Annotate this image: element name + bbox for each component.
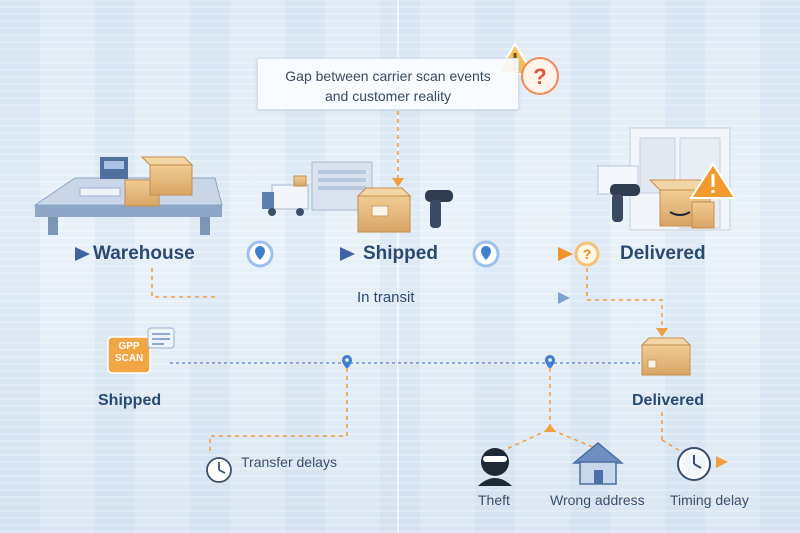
location-pin-icon [342, 355, 352, 369]
scan-tag [107, 327, 175, 374]
scanner-icon [610, 184, 640, 222]
question-icon: ? [521, 57, 559, 95]
svg-text:?: ? [533, 64, 546, 89]
stage-delivered-label: Delivered [620, 243, 706, 264]
delivery-connector-arrow [656, 328, 668, 337]
bottom-shipped-label: Shipped [98, 392, 162, 409]
delivery-connector [586, 268, 663, 330]
location-pin-icon [545, 355, 555, 369]
svg-text:?: ? [583, 246, 592, 262]
stage-warehouse-label: Warehouse [93, 243, 195, 264]
warning-icon [689, 162, 737, 199]
timing-connector-end [661, 439, 683, 453]
shipped-box-illustration [356, 187, 412, 233]
truck-depot-illustration [262, 161, 373, 216]
delivered-box-illustration [640, 337, 692, 376]
callout-line-1: Gap between carrier scan events [285, 68, 491, 84]
clock-icon [677, 447, 728, 481]
transfer-delays-label: Transfer delays [241, 454, 337, 470]
in-transit-label: In transit [357, 289, 415, 306]
thief-icon [478, 448, 512, 486]
timing-delay-label: Timing delay [670, 492, 749, 508]
theft-label: Theft [478, 492, 510, 508]
scan-tag-label: GPP SCAN [110, 341, 148, 365]
stage-shipped-label: Shipped [363, 243, 438, 264]
house-icon [571, 442, 625, 485]
location-pin-icon [246, 240, 274, 268]
transit-connector-left [151, 268, 215, 298]
question-icon: ? [574, 241, 600, 267]
callout-connector-arrow [392, 178, 404, 187]
transit-arrow-head [558, 292, 570, 304]
callout-line-2: and customer reality [324, 88, 452, 104]
branch-wrong-address [551, 429, 596, 449]
clock-icon [206, 457, 232, 483]
callout-box: Gap between carrier scan events and cust… [257, 58, 519, 110]
top-flow [0, 247, 573, 261]
scan-tag-line-2: SCAN [114, 353, 144, 364]
scan-tag-line-1: GPP [118, 341, 140, 352]
scanner-icon [425, 190, 453, 228]
wrong-address-label: Wrong address [550, 492, 645, 508]
location-pin-icon [472, 240, 500, 268]
warehouse-illustration [33, 156, 223, 235]
bottom-delivered-label: Delivered [632, 392, 705, 409]
transfer-delay-connector [209, 368, 348, 452]
branch-theft [499, 429, 549, 453]
